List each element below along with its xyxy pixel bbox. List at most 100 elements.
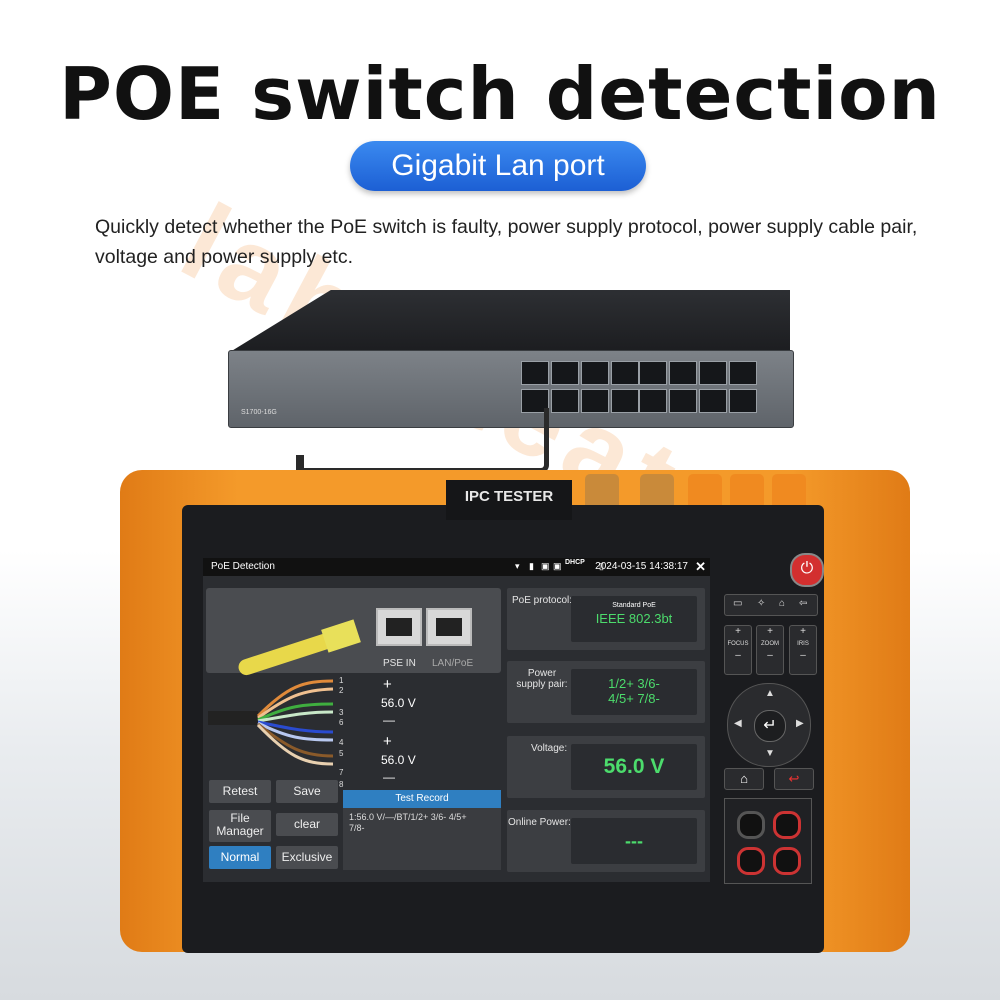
plus-icon[interactable]: + xyxy=(767,626,773,637)
wire xyxy=(256,679,334,718)
arrow-left-icon[interactable]: ◀ xyxy=(734,718,742,729)
online-power-caption: Online Power: xyxy=(508,817,571,828)
online-power-panel: Online Power: --- xyxy=(507,810,705,872)
camera-key-icon[interactable]: ⌂ xyxy=(779,598,786,609)
iris-label: IRIS xyxy=(797,641,809,647)
wire xyxy=(257,702,334,722)
port xyxy=(729,389,757,413)
test-record-panel: Test Record 1:56.0 V/—/BT/1/2+ 3/6- 4/5+… xyxy=(343,790,501,870)
poe-protocol-value-box: Standard PoE IEEE 802.3bt xyxy=(571,596,697,642)
port xyxy=(581,361,609,385)
datetime: 2024-03-15 14:38:17 xyxy=(595,561,688,572)
plus-icon[interactable]: + xyxy=(800,626,806,637)
port xyxy=(611,389,639,413)
status-bar: PoE Detection ▾ ▮ ▣ ▣ DHCP ▯ 2024-03-15 … xyxy=(203,558,710,576)
wire xyxy=(257,721,334,742)
port xyxy=(611,361,639,385)
light-key-icon[interactable]: ✧ xyxy=(757,598,766,609)
plus-icon[interactable]: + xyxy=(735,626,741,637)
pin-label: 8 xyxy=(339,780,344,789)
dhcp-icon: DHCP xyxy=(565,559,585,566)
cable-jacket xyxy=(208,711,258,725)
file-manager-button[interactable]: File Manager xyxy=(209,810,271,842)
port xyxy=(699,361,727,385)
wire xyxy=(257,722,334,758)
direction-pad[interactable]: ▲ ▼ ◀ ▶ ↵ xyxy=(727,683,811,767)
battery-key-icon[interactable]: ▭ xyxy=(733,598,743,609)
zoom-control[interactable]: + ZOOM – xyxy=(756,625,784,675)
retest-button[interactable]: Retest xyxy=(209,780,271,803)
voltage-caption: Voltage: xyxy=(531,743,568,754)
pair-b-plus: + xyxy=(383,733,392,750)
port-illustration: PSE IN LAN/PoE xyxy=(206,588,501,678)
port xyxy=(639,361,667,385)
wire xyxy=(257,710,334,723)
minus-icon[interactable]: – xyxy=(767,650,773,661)
home-button[interactable]: ⌂ xyxy=(724,768,764,790)
pin-label: 1 xyxy=(339,676,344,685)
enter-icon[interactable]: ↵ xyxy=(754,710,786,742)
arrow-right-icon[interactable]: ▶ xyxy=(796,718,804,729)
port xyxy=(729,361,757,385)
sd-icon: ▮ xyxy=(529,561,534,571)
back-button[interactable]: ↩ xyxy=(774,768,814,790)
arrow-up-icon[interactable]: ▲ xyxy=(765,688,775,699)
signal-icon: ▣ xyxy=(541,561,550,571)
function-key-strip[interactable]: ▭ ✧ ⌂ ⇦ xyxy=(724,594,818,616)
pair-line: 1/2+ 3/6- xyxy=(608,676,660,691)
screen-title: PoE Detection xyxy=(211,561,275,572)
focus-control[interactable]: + FOCUS – xyxy=(724,625,752,675)
poe-protocol-sub: Standard PoE xyxy=(612,602,656,609)
jack-ma-icon[interactable] xyxy=(773,847,801,875)
port xyxy=(639,389,667,413)
minus-icon[interactable]: – xyxy=(800,650,806,661)
switch-top xyxy=(230,290,790,352)
zoom-label: ZOOM xyxy=(761,641,779,647)
port-bank-left xyxy=(521,361,639,413)
wifi-icon: ▾ xyxy=(515,561,520,571)
save-button[interactable]: Save xyxy=(276,780,338,803)
pair-b-voltage: 56.0 V xyxy=(381,753,416,767)
screen: PoE Detection ▾ ▮ ▣ ▣ DHCP ▯ 2024-03-15 … xyxy=(203,558,710,882)
pse-in-label: PSE IN xyxy=(383,658,416,669)
network-cable xyxy=(298,408,549,473)
multimeter-jacks xyxy=(724,798,812,884)
port xyxy=(521,361,549,385)
jack-v-icon[interactable] xyxy=(773,811,801,839)
arrow-down-icon[interactable]: ▼ xyxy=(765,748,775,759)
voltage-panel: Voltage: 56.0 V xyxy=(507,736,705,798)
voltage-value: 56.0 V xyxy=(571,744,697,790)
jack-com-icon[interactable] xyxy=(737,811,765,839)
pin-label: 3 xyxy=(339,708,344,717)
power-supply-pair-panel: Power supply pair: 1/2+ 3/6- 4/5+ 7/8- xyxy=(507,661,705,723)
exclusive-button[interactable]: Exclusive xyxy=(276,846,338,869)
power-supply-pair-value-box: 1/2+ 3/6- 4/5+ 7/8- xyxy=(571,669,697,715)
pair-a-voltage: 56.0 V xyxy=(381,696,416,710)
pin-label: 7 xyxy=(339,768,344,777)
close-icon[interactable]: ✕ xyxy=(695,559,706,574)
device-brand: IPC TESTER xyxy=(446,480,572,520)
port xyxy=(699,389,727,413)
online-power-value: --- xyxy=(571,818,697,864)
lan-poe-port-icon xyxy=(426,608,472,646)
wire xyxy=(257,687,334,720)
pair-b-minus: — xyxy=(383,770,395,784)
clear-button[interactable]: clear xyxy=(276,813,338,836)
minus-icon[interactable]: – xyxy=(735,650,741,661)
power-button[interactable]: ⏻ xyxy=(790,553,824,587)
test-record-title: Test Record xyxy=(343,790,501,808)
pair-a-plus: + xyxy=(383,676,392,693)
switch-model: S1700-16G xyxy=(241,409,277,416)
gigabit-badge: Gigabit Lan port xyxy=(350,141,646,191)
pin-label: 4 xyxy=(339,738,344,747)
normal-button[interactable]: Normal xyxy=(209,846,271,869)
test-record-entry[interactable]: 1:56.0 V/—/BT/1/2+ 3/6- 4/5+ 7/8- xyxy=(343,808,501,838)
iris-control[interactable]: + IRIS – xyxy=(789,625,817,675)
power-supply-pair-caption: Power supply pair: xyxy=(516,668,568,690)
jack-a-icon[interactable] xyxy=(737,847,765,875)
output-key-icon[interactable]: ⇦ xyxy=(799,598,808,609)
pair-line: 4/5+ 7/8- xyxy=(608,691,660,706)
description: Quickly detect whether the PoE switch is… xyxy=(95,216,918,268)
port xyxy=(581,389,609,413)
record-line: 1:56.0 V/—/BT/1/2+ 3/6- 4/5+ xyxy=(349,812,467,822)
